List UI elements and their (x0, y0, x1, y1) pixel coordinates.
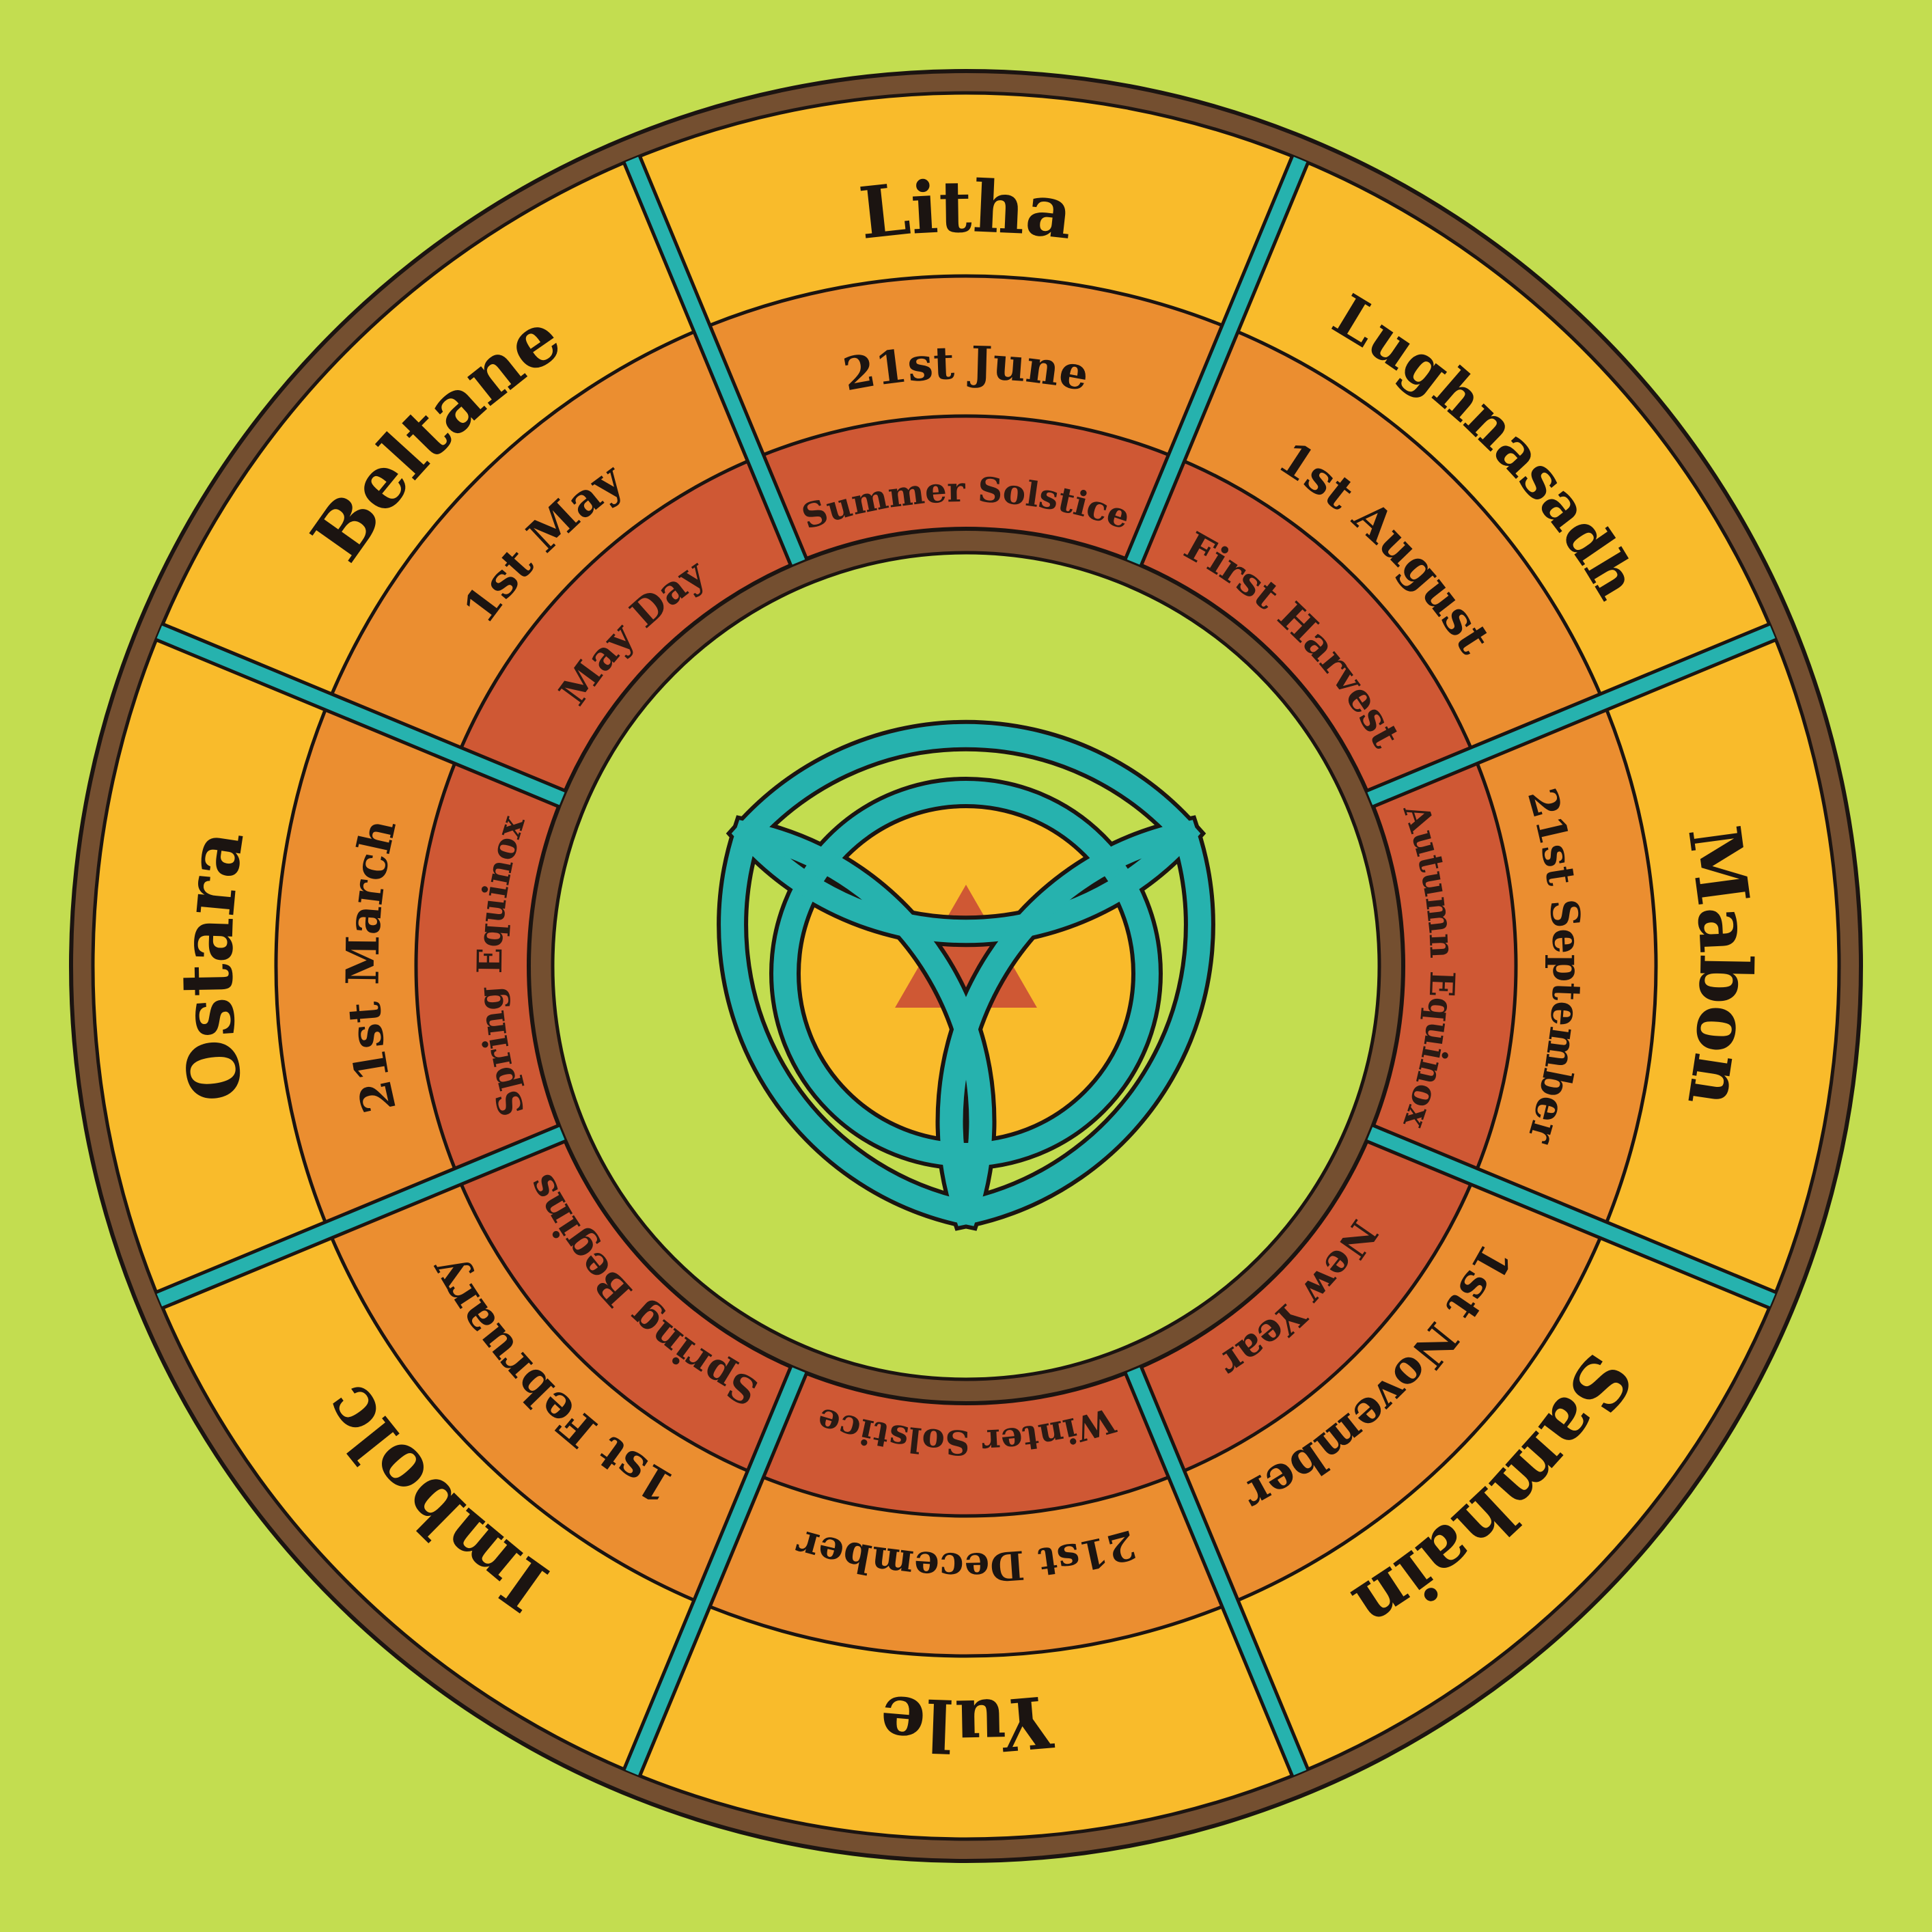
festival-label: Ostara (165, 825, 260, 1107)
divider-line (1367, 625, 1776, 805)
divider-line (1127, 1367, 1307, 1776)
festival-label: Yule (877, 1679, 1057, 1767)
festival-label: Litha (855, 164, 1077, 256)
divider-line (625, 156, 805, 565)
festival-label: Mabon (1671, 821, 1767, 1112)
divider-line (1367, 1127, 1776, 1307)
triquetra-leaf (721, 820, 993, 1226)
triquetra-icon (717, 719, 1215, 1231)
divider-line (625, 1367, 805, 1776)
divider-line (156, 1127, 565, 1307)
divider-line (1127, 156, 1307, 565)
divider-line (156, 625, 565, 805)
triquetra-ring (773, 781, 1159, 1166)
segment-dividers (155, 155, 1777, 1777)
